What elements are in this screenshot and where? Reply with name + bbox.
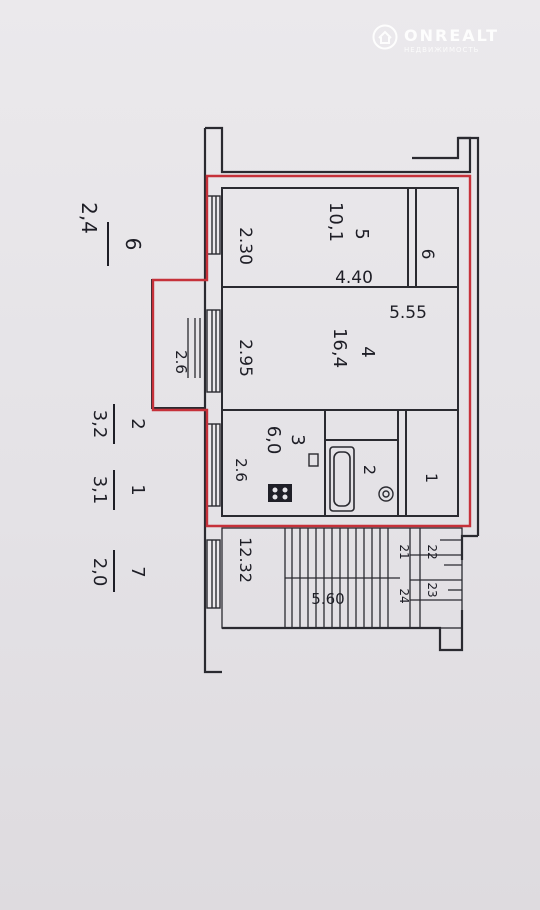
legend-item-2: 2 3,2 — [89, 404, 148, 444]
sink — [378, 486, 394, 502]
room3-area: 6,0 — [263, 426, 284, 455]
watermark-brand: ONREALT — [404, 26, 500, 45]
stove-icon — [268, 484, 292, 502]
stair-flight-label: 5.60 — [311, 590, 344, 608]
house-logo-icon — [372, 24, 398, 50]
legend-item-6: 6 2,4 — [77, 202, 145, 266]
bathtub — [329, 446, 355, 512]
windows — [206, 195, 221, 609]
legend-7-room: 7 — [127, 566, 148, 577]
watermark-subtitle: НЕДВИЖИМОСТЬ — [404, 46, 480, 54]
room4-width-dimension: 2.95 — [235, 339, 255, 377]
room2-number: 2 — [360, 465, 379, 475]
apartment-highlight-outline — [151, 174, 472, 528]
legend-item-7: 7 2,0 — [89, 550, 148, 592]
room1-number: 1 — [422, 473, 441, 483]
staircase — [221, 527, 463, 629]
room5-length-dimension: 4.40 — [335, 268, 373, 288]
room5-number: 5 — [351, 228, 372, 239]
apartment-interior — [221, 187, 459, 517]
onrealt-watermark: ONREALT НЕДВИЖИМОСТЬ — [372, 22, 532, 62]
apartment-length-dimension: 5.55 — [389, 303, 427, 323]
stair-label-23: 23 — [425, 582, 439, 597]
legend-1-value: 3,1 — [89, 476, 110, 505]
stair-label-24: 24 — [397, 588, 411, 603]
area-legend: 6 2,4 2 3,2 1 3,1 7 2,0 — [77, 202, 148, 592]
stair-length-dimension: 12.32 — [236, 537, 255, 583]
room6-number: 6 — [417, 249, 437, 260]
balcony-width-dimension: 2.6 — [172, 350, 190, 374]
plan-labels: 5 10,1 6 4 16,4 3 6,0 2 1 2.30 4.40 5.55… — [172, 202, 441, 608]
room5-area: 10,1 — [325, 202, 346, 242]
legend-item-1: 1 3,1 — [89, 470, 148, 510]
toilet — [308, 453, 319, 467]
legend-1-room: 1 — [127, 484, 148, 495]
legend-7-value: 2,0 — [89, 558, 110, 587]
legend-6-value: 2,4 — [77, 202, 101, 234]
legend-2-room: 2 — [127, 418, 148, 429]
balcony-rails — [187, 318, 201, 378]
room5-width-dimension: 2.30 — [235, 227, 255, 265]
stair-label-21: 21 — [397, 544, 411, 559]
kitchen-width-dimension: 2.6 — [232, 458, 250, 482]
room4-area: 16,4 — [329, 328, 350, 368]
balcony — [151, 279, 205, 409]
legend-2-value: 3,2 — [89, 410, 110, 439]
room4-number: 4 — [357, 346, 378, 357]
legend-6-room: 6 — [121, 238, 145, 251]
room3-number: 3 — [287, 434, 308, 445]
stair-label-22: 22 — [425, 544, 439, 559]
